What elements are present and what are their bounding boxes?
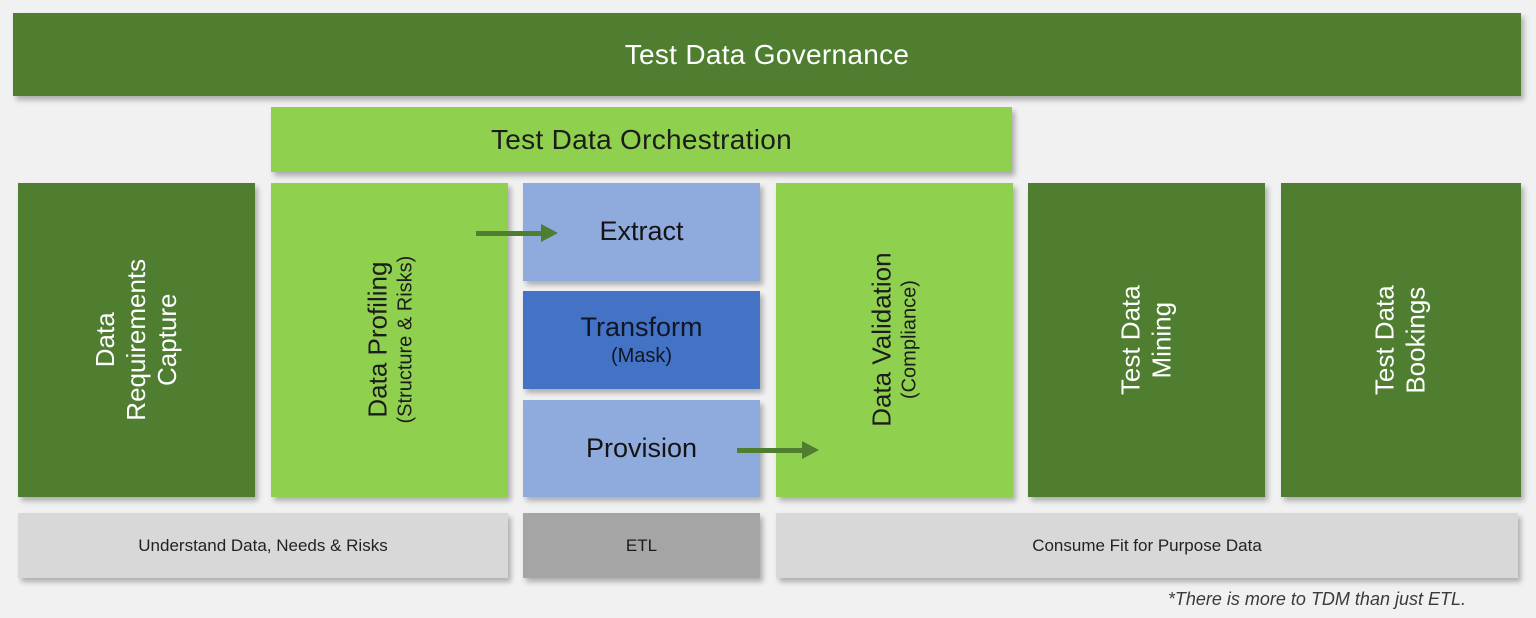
arrow-provision-to-validation-icon xyxy=(737,441,819,459)
footnote: *There is more to TDM than just ETL. xyxy=(1167,589,1466,609)
column-data-requirements-capture-label: Data Requirements Capture xyxy=(89,259,183,421)
column-data-profiling: Data Profiling (Structure & Risks) xyxy=(271,183,508,497)
extract-label: Extract xyxy=(599,216,684,247)
column-test-data-bookings: Test Data Bookings xyxy=(1281,183,1521,497)
column-test-data-mining: Test Data Mining xyxy=(1028,183,1265,497)
column-data-validation-label: Data Validation (Compliance) xyxy=(866,252,922,428)
column-test-data-mining-label: Test Data Mining xyxy=(1115,285,1177,395)
column-data-profiling-label: Data Profiling (Structure & Risks) xyxy=(361,256,417,424)
transform-label: Transform xyxy=(580,312,703,343)
provision-label: Provision xyxy=(585,432,698,463)
column-test-data-bookings-label: Test Data Bookings xyxy=(1369,285,1431,395)
etl-band: ETL xyxy=(523,513,760,578)
understand-data-band: Understand Data, Needs & Risks xyxy=(18,513,508,578)
consume-data-band-label: Consume Fit for Purpose Data xyxy=(1032,535,1262,555)
transform-box: Transform (Mask) xyxy=(523,291,760,389)
arrow-profiling-to-extract-icon xyxy=(476,224,558,242)
extract-box: Extract xyxy=(523,183,760,281)
understand-data-band-label: Understand Data, Needs & Risks xyxy=(138,535,388,555)
orchestration-banner-label: Test Data Orchestration xyxy=(490,123,793,155)
governance-banner-label: Test Data Governance xyxy=(624,38,910,70)
provision-box: Provision xyxy=(523,400,760,497)
orchestration-banner: Test Data Orchestration xyxy=(271,107,1012,172)
consume-data-band: Consume Fit for Purpose Data xyxy=(776,513,1518,578)
etl-band-label: ETL xyxy=(625,535,658,555)
transform-sublabel: (Mask) xyxy=(610,344,673,367)
column-data-requirements-capture: Data Requirements Capture xyxy=(18,183,255,497)
governance-banner: Test Data Governance xyxy=(13,13,1521,96)
